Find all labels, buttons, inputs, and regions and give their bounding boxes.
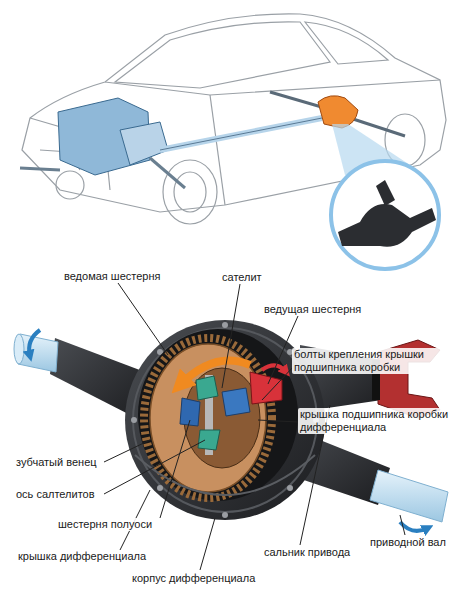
car-body [22, 14, 446, 212]
leader-line [118, 283, 168, 355]
car-wheel [56, 171, 84, 199]
ring-gear-teeth [144, 338, 272, 498]
part-label: сальник привода [262, 546, 352, 559]
leader-line [160, 420, 190, 518]
leader-line [400, 515, 405, 535]
bolt [222, 512, 228, 518]
part-label: ведущая шестерня [262, 303, 363, 316]
housing-rim [133, 328, 317, 512]
part-label: крышка дифференциала [16, 550, 148, 563]
axle-shaft-end [14, 334, 24, 364]
rotation-arrow [180, 361, 250, 386]
gearbox [120, 122, 168, 165]
car-wheel [174, 172, 206, 212]
rear-differential [318, 96, 358, 128]
part-label: корпус дифференциала [130, 572, 257, 585]
cover-seam [135, 455, 315, 495]
left-axle [14, 330, 145, 420]
spider-gear [198, 430, 220, 450]
bolts [131, 322, 319, 518]
leader-line [104, 440, 205, 494]
part-label: шестерня полуоси [56, 518, 154, 531]
car-outline [22, 14, 446, 224]
car-window [305, 22, 388, 64]
drive-shaft [160, 118, 322, 150]
ring-gear [150, 344, 266, 492]
inset-yoke [376, 180, 395, 206]
front-driveshaft [20, 168, 60, 170]
part-label: приводной вал [368, 536, 448, 549]
side-gear [180, 398, 200, 426]
bolt [157, 485, 163, 491]
car-window [115, 22, 330, 88]
part-label: ось салтелитов [14, 488, 97, 501]
rear-axle [270, 92, 325, 108]
axle-shaft [370, 470, 448, 522]
car-line [210, 95, 225, 205]
part-label: сателит [220, 271, 264, 284]
part-label: ведомая шестерня [62, 270, 162, 283]
car-powertrain [20, 92, 439, 269]
rotation-arrow [29, 330, 40, 356]
part-label: болты крепления крышки подшипника коробк… [292, 348, 456, 374]
leader-line [262, 366, 294, 400]
side-gear [222, 388, 250, 416]
inset-housing [338, 204, 436, 247]
leader-line [258, 420, 298, 422]
rotation-arrow [400, 522, 428, 531]
pinion-gear [250, 372, 282, 404]
drive-shaft [160, 118, 322, 150]
inset-circle [331, 161, 439, 269]
spider-gear [196, 376, 218, 400]
bolt [131, 417, 137, 423]
front-driveshaft [150, 158, 185, 188]
leader-line [200, 518, 215, 570]
car-wheel [163, 160, 217, 224]
part-label: крышка подшипника коробки дифференциала [298, 408, 452, 434]
bolt [222, 322, 228, 328]
leader-line [104, 440, 150, 462]
bolt [287, 485, 293, 491]
leader-line [222, 284, 240, 388]
part-label: зубчатый венец [14, 456, 99, 469]
